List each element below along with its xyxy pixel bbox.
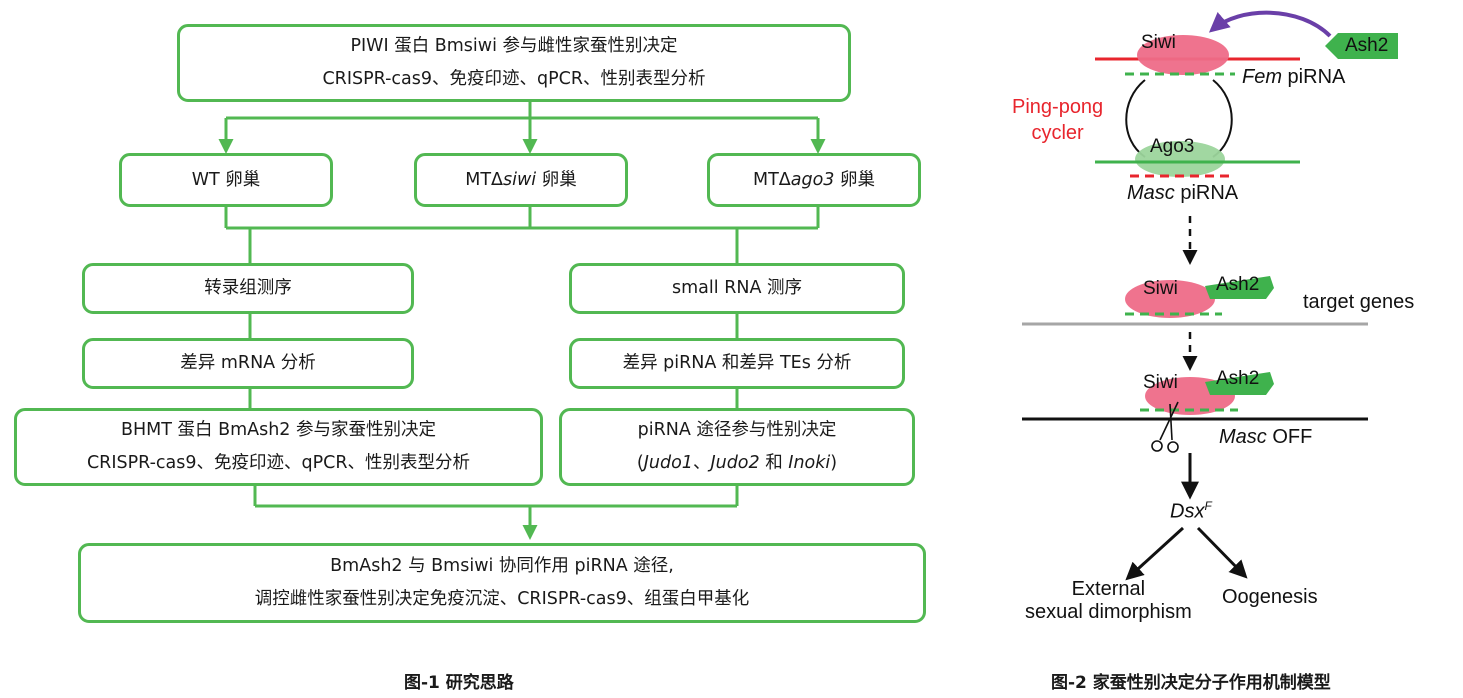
box-bhmt-line1: BHMT 蛋白 BmAsh2 参与家蚕性别决定 bbox=[120, 420, 436, 440]
siwi-label-3: Siwi bbox=[1143, 372, 1178, 393]
box-small-rna-label: small RNA 测序 bbox=[672, 278, 802, 298]
oogenesis-label: Oogenesis bbox=[1222, 586, 1318, 608]
ago3-protein bbox=[1135, 141, 1225, 177]
external-line1: External bbox=[1071, 578, 1146, 600]
box-mt-siwi-ovary: MTΔsiwi 卵巢 bbox=[414, 153, 628, 207]
masc-off-label: Masc OFF bbox=[1219, 426, 1313, 448]
box-diff-pirna-tes: 差异 piRNA 和差异 TEs 分析 bbox=[569, 338, 905, 389]
box-small-rna-seq: small RNA 测序 bbox=[569, 263, 905, 314]
box-diff-mrna-label: 差异 mRNA 分析 bbox=[180, 353, 316, 373]
box-bhmt-line2: CRISPR-cas9、免疫印迹、qPCR、性别表型分析 bbox=[86, 453, 471, 473]
ash2-tag-2 bbox=[1205, 276, 1274, 299]
ash2-label-3: Ash2 bbox=[1216, 368, 1260, 389]
pingpong-loop-right bbox=[1212, 79, 1233, 158]
box-wt-label: WT 卵巢 bbox=[191, 169, 261, 190]
box-pirna-line1: piRNA 途径参与性别决定 bbox=[637, 420, 837, 440]
box-conclusion: BmAsh2 与 Bmsiwi 协同作用 piRNA 途径, 调控雌性家蚕性别决… bbox=[78, 543, 926, 623]
box-pirna-line2: (Judo1、Judo2 和 Inoki) bbox=[636, 453, 838, 473]
box-piwi-line2: CRISPR-cas9、免疫印迹、qPCR、性别表型分析 bbox=[322, 69, 706, 89]
masc-pirna-label: Masc piRNA bbox=[1127, 182, 1239, 204]
box-transcriptome-label: 转录组测序 bbox=[204, 278, 292, 298]
arrow-to-external bbox=[1125, 526, 1185, 581]
siwi-protein-2 bbox=[1125, 280, 1215, 318]
box-mt-ago3-label: MTΔago3 卵巢 bbox=[752, 169, 876, 190]
ago3-label: Ago3 bbox=[1150, 136, 1195, 157]
siwi-label-2: Siwi bbox=[1143, 278, 1178, 299]
pingpong-line1: Ping-pong bbox=[1012, 96, 1104, 118]
external-label: External sexual dimorphism bbox=[1025, 578, 1192, 624]
external-line2: sexual dimorphism bbox=[1025, 601, 1192, 623]
box-pirna-pathway: piRNA 途径参与性别决定 (Judo1、Judo2 和 Inoki) bbox=[559, 408, 915, 486]
pingpong-loop-left bbox=[1125, 79, 1146, 158]
box-diff-pirna-label: 差异 piRNA 和差异 TEs 分析 bbox=[622, 353, 852, 373]
box-piwi-bmsiwi: PIWI 蛋白 Bmsiwi 参与雌性家蚕性别决定 CRISPR-cas9、免疫… bbox=[177, 24, 851, 102]
target-genes-label: target genes bbox=[1303, 291, 1415, 313]
ash2-label-1: Ash2 bbox=[1345, 35, 1389, 56]
ash2-tag-1 bbox=[1325, 33, 1398, 59]
box-conclusion-line2: 调控雌性家蚕性别决定免疫沉淀、CRISPR-cas9、组蛋白甲基化 bbox=[254, 589, 750, 609]
scissors-icon bbox=[1151, 401, 1179, 453]
arrow-to-oogenesis bbox=[1196, 526, 1248, 579]
siwi-label-1: Siwi bbox=[1141, 32, 1176, 53]
pingpong-label: Ping-pong cycler bbox=[1012, 94, 1103, 146]
figure1-caption: 图-1 研究思路 bbox=[404, 673, 514, 693]
box-bhmt-bmash2: BHMT 蛋白 BmAsh2 参与家蚕性别决定 CRISPR-cas9、免疫印迹… bbox=[14, 408, 543, 486]
box-transcriptome-seq: 转录组测序 bbox=[82, 263, 414, 314]
ash2-to-siwi-arrow bbox=[1208, 10, 1332, 38]
box-conclusion-line1: BmAsh2 与 Bmsiwi 协同作用 piRNA 途径, bbox=[330, 556, 674, 576]
pingpong-line2: cycler bbox=[1031, 122, 1084, 144]
box-mt-siwi-label: MTΔsiwi 卵巢 bbox=[465, 169, 577, 190]
fem-pirna-label: Fem piRNA bbox=[1242, 66, 1346, 88]
box-mt-ago3-ovary: MTΔago3 卵巢 bbox=[707, 153, 921, 207]
figure2-caption: 图-2 家蚕性别决定分子作用机制模型 bbox=[1051, 673, 1331, 693]
box-diff-mrna: 差异 mRNA 分析 bbox=[82, 338, 414, 389]
box-wt-ovary: WT 卵巢 bbox=[119, 153, 333, 207]
box-piwi-line1: PIWI 蛋白 Bmsiwi 参与雌性家蚕性别决定 bbox=[350, 36, 678, 56]
ash2-label-2: Ash2 bbox=[1216, 274, 1260, 295]
dsx-label: DsxF bbox=[1170, 499, 1212, 523]
siwi-protein-1 bbox=[1137, 35, 1229, 75]
ash2-tag-3 bbox=[1205, 372, 1274, 395]
